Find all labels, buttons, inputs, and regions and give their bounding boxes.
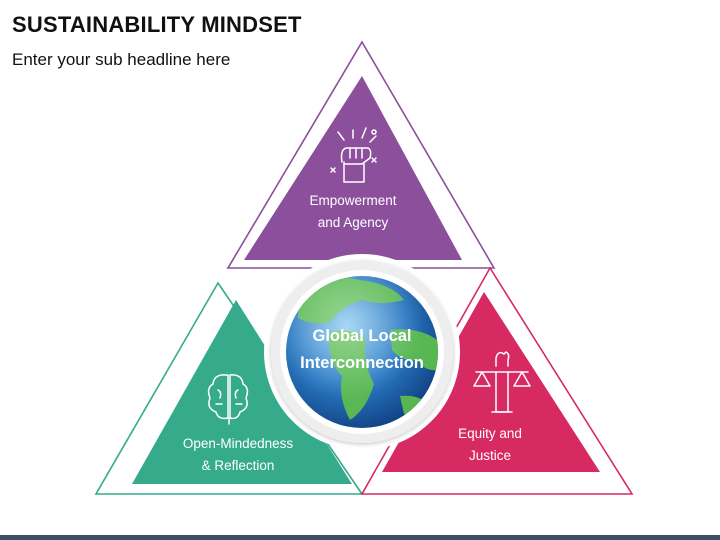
segment-equity-justice-label-line1: Equity and — [458, 426, 522, 441]
center-label-line2: Interconnection — [300, 354, 424, 372]
segment-open-mindedness: Open-Mindedness & Reflection — [94, 281, 364, 495]
raised-fist-icon — [330, 127, 377, 183]
page-title: SUSTAINABILITY MINDSET — [12, 12, 302, 37]
center-label-line1: Global Local — [312, 327, 411, 345]
segment-empowerment-fill — [244, 76, 462, 260]
segment-equity-justice: Equity and Justice — [360, 266, 634, 495]
segment-empowerment-label-line1: Empowerment — [309, 193, 396, 208]
segment-equity-justice-fill — [382, 292, 600, 472]
center-globe: Global Local Interconnection — [264, 254, 460, 450]
globe-highlight — [286, 276, 438, 428]
segment-open-mindedness-label-line1: Open-Mindedness — [183, 436, 294, 451]
segment-equity-justice-label-line2: Justice — [469, 448, 511, 463]
footer-bar — [0, 535, 720, 540]
justice-scale-icon — [473, 351, 531, 413]
page-subtitle: Enter your sub headline here — [12, 50, 231, 69]
segment-empowerment-label-line2: and Agency — [318, 215, 389, 230]
brain-icon — [207, 374, 249, 425]
segment-open-mindedness-label-line2: & Reflection — [202, 458, 275, 473]
segment-empowerment: Empowerment and Agency — [226, 40, 496, 269]
segment-open-mindedness-fill — [132, 300, 352, 484]
